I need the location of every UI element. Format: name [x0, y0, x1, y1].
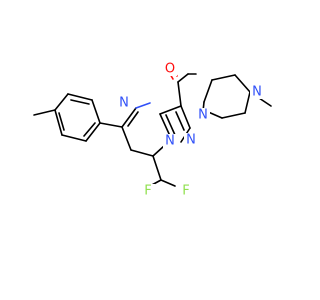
- tolyl-double-bond: [83, 122, 96, 137]
- piperazine-bond: [203, 79, 213, 103]
- tolyl-ring-bond: [54, 93, 69, 111]
- n-methyl-bond: [258, 97, 272, 107]
- atom-label-bg: [250, 85, 264, 99]
- atom-n-pyrazole: N: [186, 133, 196, 148]
- atom-o-carbonyl: O: [165, 62, 175, 77]
- atom-label-bg: [163, 134, 177, 148]
- core-bond: [180, 105, 191, 129]
- core-bond: [159, 105, 182, 115]
- tolyl-ring-bond: [91, 99, 101, 124]
- bicyclic-core: [121, 81, 191, 181]
- core-double-bond: [165, 114, 176, 136]
- methyl-bond: [33, 109, 56, 116]
- atom-n-bridge: N: [165, 134, 175, 149]
- atom-label-bg: [141, 184, 155, 198]
- molecule-structure: N N N N N O F F: [33, 62, 272, 199]
- molecule-canvas: N N N N N O F F: [33, 61, 272, 199]
- tolyl-ring-bond: [54, 109, 63, 136]
- core-bond: [121, 126, 132, 151]
- difluoromethyl-bond: [152, 155, 162, 181]
- aryl-linker-bond: [99, 122, 123, 128]
- tolyl-group: [33, 93, 123, 142]
- piperazine-bond: [221, 112, 246, 119]
- atom-n-piperazine-methyl: N: [252, 85, 262, 100]
- atom-n-piperazine-amide: N: [198, 108, 208, 123]
- tolyl-double-bond: [70, 99, 90, 105]
- atom-label-bg: [179, 184, 193, 198]
- core-bond: [135, 102, 151, 109]
- atom-label-bg: [163, 62, 177, 76]
- atom-label-bg: [196, 108, 210, 122]
- piperazine-bond: [244, 91, 251, 114]
- tolyl-ring-bond: [67, 93, 93, 101]
- core-double-bond: [130, 149, 154, 157]
- tolyl-ring-bond: [61, 134, 87, 142]
- atom-n-pyrimidine: N: [119, 96, 129, 111]
- tolyl-ring-bond: [85, 122, 101, 142]
- atom-label-bg: [117, 96, 131, 110]
- tolyl-double-bond: [58, 112, 65, 131]
- core-double-bond: [127, 111, 139, 127]
- carbonyl-linker-bond: [177, 81, 182, 107]
- atom-label-bg: [184, 133, 198, 147]
- atom-f-right: F: [182, 184, 189, 199]
- core-bond: [152, 145, 165, 157]
- fluorine-bond: [160, 179, 176, 187]
- atom-f-left: F: [144, 184, 151, 199]
- core-bond: [121, 107, 137, 128]
- core-bond: [159, 113, 171, 137]
- carbonyl-bond: [177, 73, 189, 83]
- core-double-bond: [175, 111, 185, 131]
- piperazine-bond: [234, 74, 251, 93]
- piperazine-bond: [211, 74, 236, 81]
